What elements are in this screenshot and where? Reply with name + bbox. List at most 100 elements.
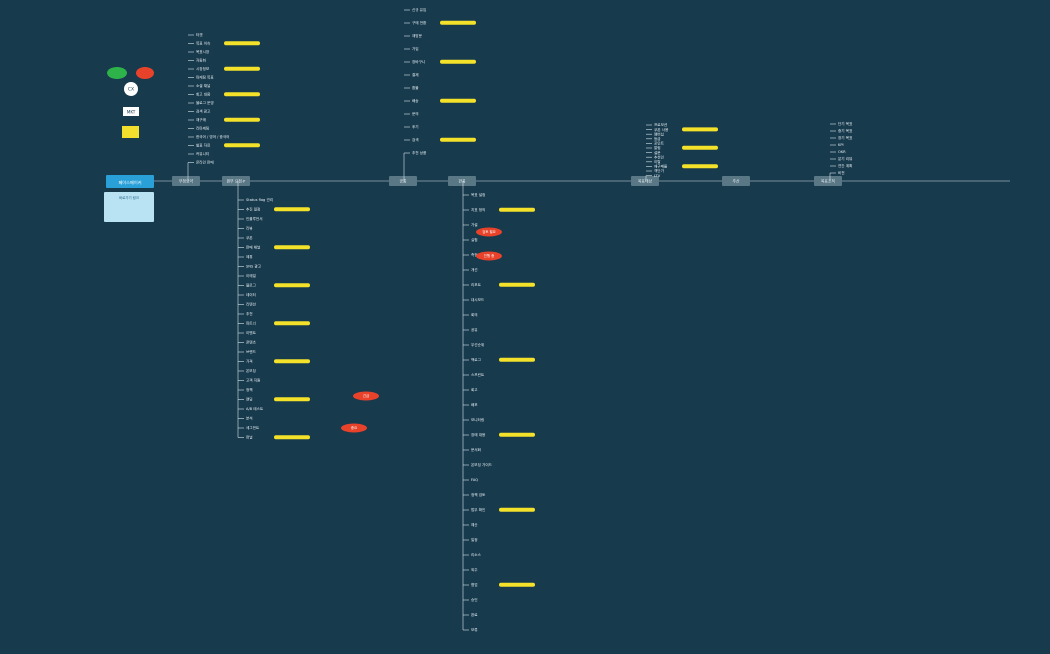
node-label[interactable]: 백로그 bbox=[471, 357, 482, 362]
node-label[interactable]: LTV bbox=[654, 174, 661, 178]
node-label[interactable]: 추천 bbox=[246, 311, 253, 316]
node-label[interactable]: 파트너 bbox=[246, 321, 256, 326]
node-label[interactable]: 중기 목표 bbox=[838, 128, 853, 133]
node-label[interactable]: 이벤트 bbox=[246, 330, 257, 335]
node-label[interactable]: 지표 정의 bbox=[471, 207, 485, 212]
node-label[interactable]: 가격 bbox=[246, 359, 253, 364]
node-label[interactable]: 후기 bbox=[412, 124, 419, 129]
node-label[interactable]: 법무 확인 bbox=[471, 507, 485, 512]
node-label[interactable]: KPI bbox=[838, 143, 844, 147]
node-label[interactable]: 신규 유입 bbox=[412, 7, 426, 12]
node-label[interactable]: 인플루언서 bbox=[246, 216, 263, 221]
node-label[interactable]: 측정 bbox=[471, 252, 478, 257]
node-label[interactable]: 퍼널 bbox=[246, 435, 253, 440]
node-label[interactable]: 예산 bbox=[471, 522, 478, 527]
main-topic[interactable]: 판품 bbox=[448, 176, 476, 186]
node-label[interactable]: 환불 bbox=[412, 85, 419, 90]
node-label[interactable]: 재구매 bbox=[196, 117, 206, 122]
node-label[interactable]: 온라인 판매 bbox=[196, 160, 214, 165]
node-label[interactable]: 리텐션 bbox=[246, 302, 256, 307]
node-label[interactable]: 공유 bbox=[471, 328, 478, 332]
node-label[interactable]: 한국어 / 영어 / 중국어 bbox=[196, 134, 229, 139]
node-label[interactable]: 자동화 bbox=[196, 58, 207, 63]
node-label[interactable]: 리포트 bbox=[471, 282, 482, 287]
main-topic[interactable]: 공통 bbox=[389, 176, 417, 186]
node-label[interactable]: 설문 bbox=[654, 150, 661, 155]
node-label[interactable]: 연간 계획 bbox=[838, 163, 852, 168]
node-label[interactable]: 장기 목표 bbox=[838, 135, 853, 140]
node-label[interactable]: FAQ bbox=[471, 478, 478, 482]
node-label[interactable]: 멤버십 bbox=[654, 131, 664, 136]
node-label[interactable]: 결제 bbox=[412, 72, 419, 77]
main-topic[interactable]: 주산 bbox=[722, 176, 750, 186]
red-tag[interactable]: 긴급 bbox=[353, 391, 379, 401]
node-label[interactable]: 발표 자료 bbox=[196, 143, 211, 148]
node-label[interactable]: 타겟 bbox=[196, 32, 203, 37]
node-label[interactable]: 등급 bbox=[654, 137, 661, 141]
node-label[interactable]: SNS 광고 bbox=[246, 264, 262, 269]
node-label[interactable]: 분기 리뷰 bbox=[838, 156, 853, 161]
node-label[interactable]: 이메일 bbox=[246, 273, 256, 278]
main-topic[interactable]: 부정요약 bbox=[172, 176, 200, 186]
node-label[interactable]: 문서화 bbox=[471, 447, 482, 452]
node-label[interactable]: 정책 검토 bbox=[471, 492, 486, 497]
main-topic[interactable]: 목표조직 bbox=[814, 176, 842, 186]
node-label[interactable]: 프로모션 bbox=[654, 122, 667, 127]
node-label[interactable]: 회고 bbox=[471, 387, 478, 392]
node-label[interactable]: 커뮤니티 bbox=[196, 151, 209, 156]
node-label[interactable]: 리뷰 bbox=[246, 226, 253, 231]
node-label[interactable]: 온보딩 bbox=[246, 368, 256, 373]
root-node[interactable]: 페이스메이커 bbox=[106, 175, 154, 188]
node-label[interactable]: 리소스 bbox=[471, 552, 482, 557]
node-label[interactable]: 재방문 bbox=[412, 33, 423, 38]
node-label[interactable]: 목표 설정 bbox=[471, 192, 485, 197]
node-label[interactable]: 승인 bbox=[471, 597, 478, 602]
red-tag[interactable]: 검토 필요 bbox=[476, 227, 502, 237]
node-label[interactable]: 비전 bbox=[838, 170, 845, 175]
node-label[interactable]: 포인트 bbox=[654, 141, 665, 146]
node-label[interactable]: 단기 목표 bbox=[838, 121, 853, 126]
red-tag[interactable]: 중요 bbox=[341, 423, 367, 433]
node-label[interactable]: 목표 이슈 bbox=[196, 41, 211, 46]
node-label[interactable]: 제휴 bbox=[246, 254, 253, 259]
node-label[interactable]: 랜딩 bbox=[246, 397, 253, 402]
node-label[interactable]: 스프린트 bbox=[471, 372, 485, 377]
node-label[interactable]: 개선 bbox=[471, 267, 478, 272]
node-label[interactable]: 가설 bbox=[471, 222, 478, 227]
node-label[interactable]: 브랜드 bbox=[246, 349, 257, 354]
node-label[interactable]: 검색 광고 bbox=[196, 109, 211, 114]
node-label[interactable]: 판매 채널 bbox=[246, 245, 260, 250]
node-label[interactable]: 보류 bbox=[471, 627, 478, 632]
node-label[interactable]: 배포 bbox=[471, 402, 478, 407]
node-label[interactable]: 구매 전환 bbox=[412, 20, 427, 25]
node-label[interactable]: 대시보드 bbox=[471, 297, 485, 302]
node-label[interactable]: 추진 일정 bbox=[246, 207, 260, 212]
node-label[interactable]: 이탈 bbox=[654, 159, 661, 164]
node-label[interactable]: 리마케팅 bbox=[196, 126, 209, 131]
node-label[interactable]: 검색 bbox=[412, 137, 419, 142]
node-label[interactable]: 가입 bbox=[412, 46, 419, 51]
node-label[interactable]: 추천인 bbox=[654, 154, 664, 159]
node-label[interactable]: 회의 bbox=[471, 312, 478, 317]
node-label[interactable]: 콘텐츠 bbox=[246, 340, 257, 345]
node-label[interactable]: 세그먼트 bbox=[246, 425, 260, 430]
node-label[interactable]: 고객 지원 bbox=[246, 378, 260, 383]
node-label[interactable]: 협업 bbox=[471, 582, 478, 587]
node-label[interactable]: 배송 bbox=[412, 98, 419, 103]
node-label[interactable]: 알림 bbox=[654, 145, 661, 150]
node-label[interactable]: 일정 bbox=[471, 537, 478, 542]
node-label[interactable]: 데이터 bbox=[246, 292, 256, 297]
node-label[interactable]: 외주 bbox=[471, 567, 478, 572]
node-label[interactable]: 마케팅 목표 bbox=[196, 75, 214, 80]
node-label[interactable]: 온보딩 가이드 bbox=[471, 462, 493, 467]
node-label[interactable]: 정책 bbox=[246, 387, 253, 392]
node-label[interactable]: 장바구니 bbox=[412, 59, 425, 64]
main-topic[interactable]: 목표대상 bbox=[631, 176, 659, 186]
main-topic[interactable]: 원부 요점·P bbox=[222, 176, 250, 186]
node-label[interactable]: 객단가 bbox=[654, 168, 665, 173]
node-label[interactable]: 회고 대응 bbox=[196, 92, 211, 97]
node-label[interactable]: 우선순위 bbox=[471, 342, 484, 347]
node-label[interactable]: 소셜 채널 bbox=[196, 83, 210, 88]
node-label[interactable]: OKR bbox=[838, 150, 846, 154]
node-label[interactable]: A/B 테스트 bbox=[246, 406, 264, 411]
